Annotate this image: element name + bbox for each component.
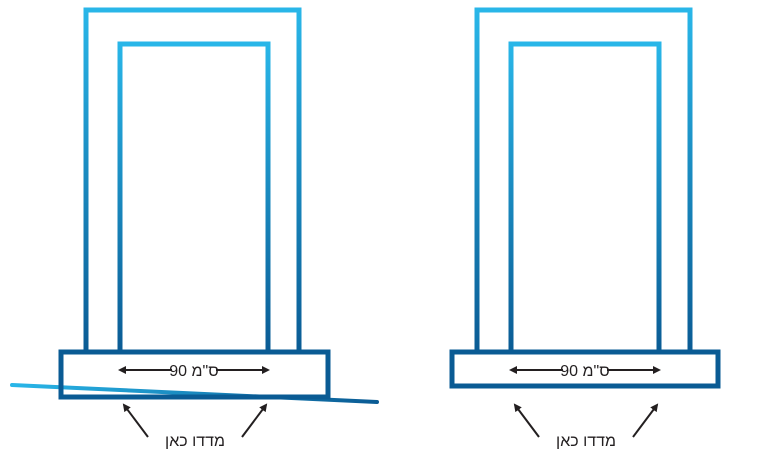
outer-door-frame	[474, 7, 693, 352]
width-label: 90 ס"מ	[560, 363, 609, 380]
door-diagram-right: 90 ס"מ מדדו כאן	[400, 7, 771, 450]
measure-arrow-right	[632, 403, 659, 438]
door-threshold	[58, 349, 331, 400]
measure-here-label: מדדו כאן	[556, 433, 616, 450]
measure-arrow-right	[241, 403, 268, 438]
measure-here-label: מדדו כאן	[165, 433, 225, 450]
door-panel	[117, 41, 271, 352]
door-diagram-left: 90 ס"מ מדדו כאן	[10, 7, 379, 450]
outer-door-frame	[83, 7, 302, 352]
measure-arrow-left	[122, 403, 149, 438]
measure-arrow-left	[513, 403, 540, 438]
door-panel	[508, 41, 662, 352]
width-label: 90 ס"מ	[169, 363, 218, 380]
door-threshold	[449, 349, 721, 389]
